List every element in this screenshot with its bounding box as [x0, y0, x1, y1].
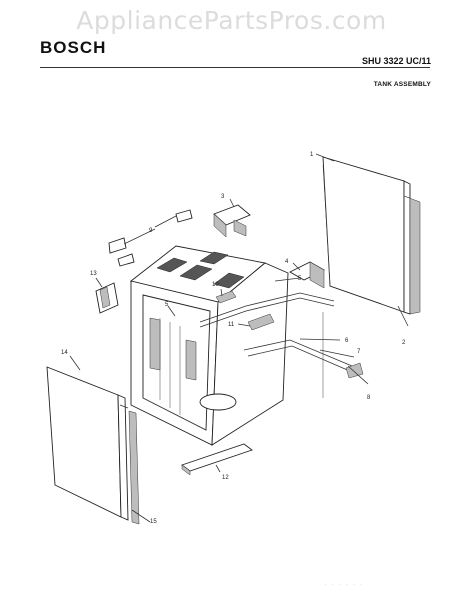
header-divider [40, 67, 430, 68]
hinge-bracket-13 [95, 277, 119, 314]
callout-4: 4 [285, 259, 289, 265]
brand-logo: BOSCH [40, 38, 107, 57]
callout-9: 9 [149, 228, 153, 234]
front-trim-strip [119, 404, 140, 525]
footer-marks: · · · · · · [325, 582, 364, 588]
callout-10: 10 [212, 282, 219, 288]
lower-rails [243, 312, 369, 398]
hinge-bracket-4 [289, 261, 325, 289]
callout-7: 7 [357, 349, 361, 355]
left-side-panel [46, 366, 129, 521]
leader-15 [131, 509, 151, 523]
callout-14: 14 [61, 350, 68, 356]
model-number: SHU 3322 UC/11 [361, 56, 431, 66]
right-side-panel [322, 156, 421, 315]
section-title: TANK ASSEMBLY [373, 81, 431, 88]
callout-8: 8 [367, 395, 371, 401]
small-brackets-9 [108, 209, 193, 267]
callout-15: 15 [150, 519, 157, 525]
callout-6: 6 [345, 338, 349, 344]
tank-body [129, 245, 289, 446]
callout-5-right: 5 [298, 276, 302, 282]
callout-12: 12 [222, 475, 229, 481]
watermark: AppliancePartsPros.com [76, 6, 387, 35]
leader-14 [69, 355, 81, 371]
callout-11: 11 [228, 322, 235, 328]
callout-2: 2 [402, 340, 406, 346]
callout-13: 13 [90, 271, 97, 277]
base-rail-12 [181, 443, 253, 476]
callout-1: 1 [310, 152, 314, 158]
callout-3: 3 [221, 194, 225, 200]
leader-1 [315, 153, 335, 162]
mounting-bracket-3 [213, 198, 251, 238]
callout-5-left: 5 [165, 302, 169, 308]
door-rail-assembly [167, 277, 335, 331]
leader-2 [397, 305, 409, 327]
